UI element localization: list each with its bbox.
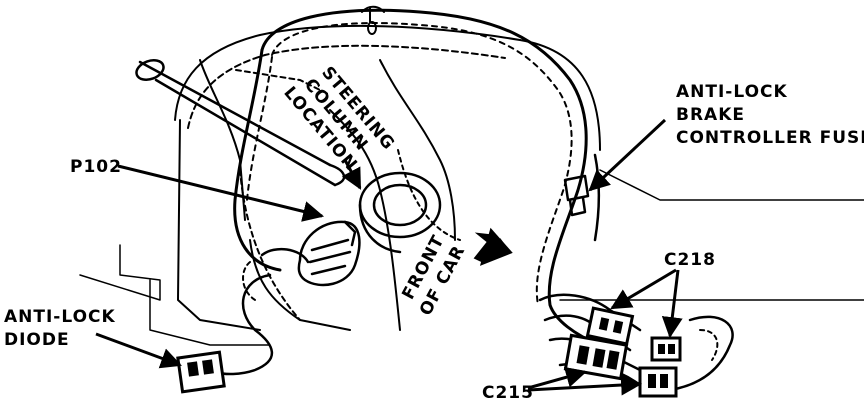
fuse-holder [563, 174, 590, 217]
diode-harness [213, 247, 310, 376]
c215-label: C215 [482, 383, 534, 403]
c215-connector-lower [638, 366, 678, 398]
top-clip [361, 5, 385, 35]
c218-connector-lower [650, 336, 682, 362]
steering-arrow [341, 159, 362, 190]
c218-arrow-lower [661, 269, 683, 339]
dash-structure [79, 24, 864, 346]
c215-arrow-lower [527, 374, 643, 396]
p102-arrow [117, 164, 325, 222]
wiring-harness [233, 8, 602, 347]
front-of-car-label: FRONT OF CAR [398, 232, 469, 319]
diode-label-line2: DIODE [4, 330, 70, 350]
front-of-car-arrow [473, 227, 513, 266]
fuse-label-line1: ANTI-LOCK [676, 82, 788, 102]
c218-connector-upper [585, 306, 635, 346]
c218-label: C218 [664, 250, 716, 270]
diode-label-line1: ANTI-LOCK [4, 307, 116, 327]
leader-arrows [95, 118, 683, 396]
c215-arrow-upper [527, 366, 588, 390]
p102-label: P102 [70, 157, 122, 177]
fuse-label-line3: CONTROLLER FUSE [676, 128, 864, 148]
anti-lock-diode [176, 350, 226, 394]
column-collar [358, 171, 442, 254]
fuse-arrow [588, 118, 667, 192]
diode-arrow [95, 332, 182, 369]
c218-arrow-upper [610, 268, 677, 310]
fuse-label-line2: BRAKE [676, 105, 745, 125]
p102-connector [297, 220, 361, 287]
